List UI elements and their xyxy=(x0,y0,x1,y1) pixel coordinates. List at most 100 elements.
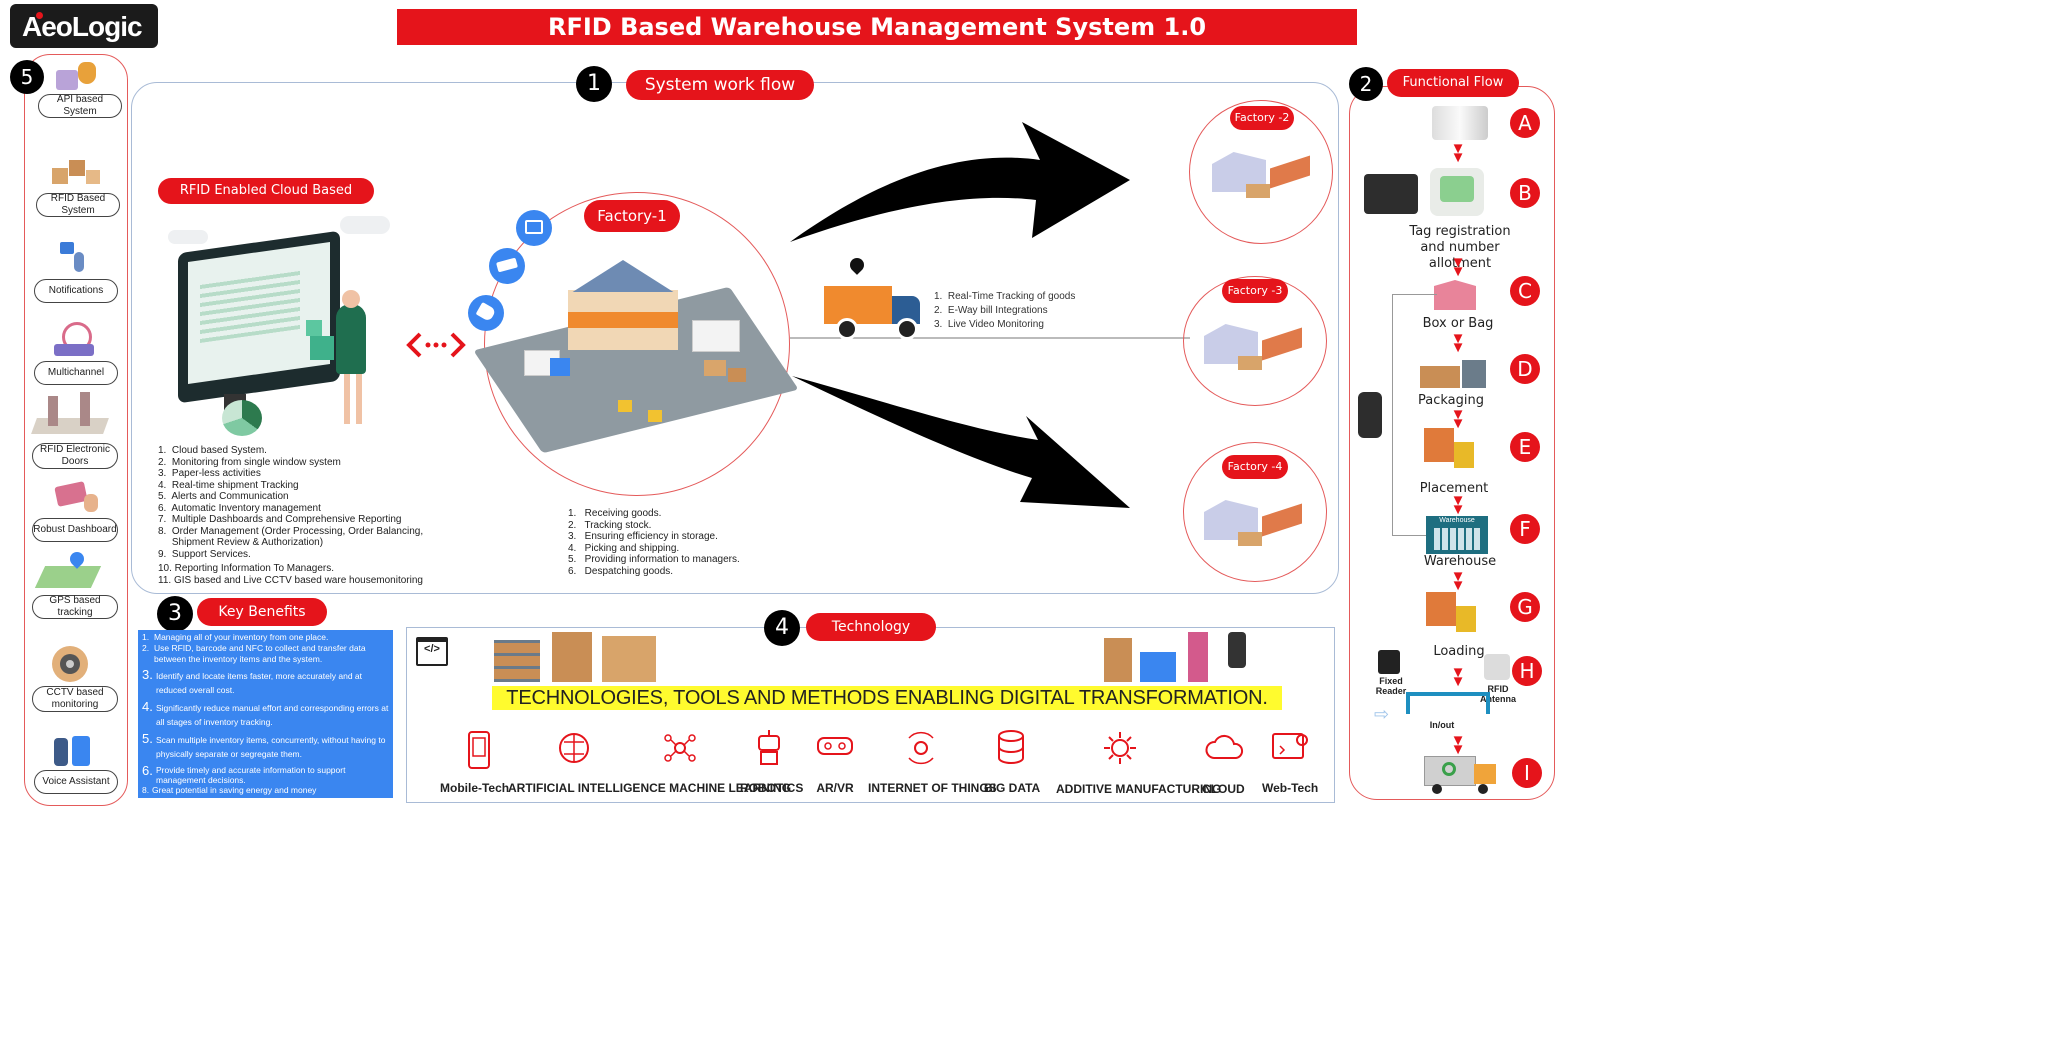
feature-api-based-system: API based System xyxy=(38,94,122,118)
logistics-workers-illustration xyxy=(1104,632,1254,684)
factory-3-illustration xyxy=(1198,310,1310,380)
cloud-list-item: 10. Reporting Information To Managers. xyxy=(158,563,335,574)
factory-3-circle xyxy=(1183,276,1327,406)
factory-1-label: Factory-1 xyxy=(584,200,680,232)
benefit-item: 2.Use RFID, barcode and NFC to collect a… xyxy=(142,643,366,664)
headline-text: TECHNOLOGIES, TOOLS AND METHODS ENABLING… xyxy=(506,687,1268,709)
tech-web-tech: Web-Tech xyxy=(1262,781,1319,795)
title-banner: RFID Based Warehouse Management System 1… xyxy=(397,9,1357,45)
factory-2-label: Factory -2 xyxy=(1230,106,1294,130)
factory-list-item: 5. Providing information to managers. xyxy=(568,554,740,565)
cloud-list-item: 2. Monitoring from single window system xyxy=(158,456,341,468)
benefit-item: 6.Provide timely and accurate informatio… xyxy=(142,763,346,785)
truck-list: 1. Real-Time Tracking of goods 2. E-Way … xyxy=(934,290,1134,332)
step-label-loading: Loading xyxy=(1433,644,1485,659)
code-glyph: </> xyxy=(424,643,440,655)
section-number-2: 2 xyxy=(1349,67,1383,101)
functional-flow-label: Functional Flow xyxy=(1387,69,1519,97)
cloud-list-item: 4. Real-time shipment Tracking xyxy=(158,479,299,491)
factory-list-item: 1. Receiving goods. xyxy=(568,508,662,519)
step-badge-d: D xyxy=(1510,354,1540,384)
vr-headset-icon xyxy=(817,737,853,755)
registration-terminal-icon xyxy=(1430,168,1484,216)
electronic-door-icon xyxy=(31,390,109,438)
benefit-item: 8.Great potential in saving energy and m… xyxy=(142,785,317,795)
in-out-label: In/out xyxy=(1429,720,1455,730)
notification-icon xyxy=(56,240,92,274)
bidirectional-arrow-icon xyxy=(406,330,466,360)
voice-assistant-icon xyxy=(54,734,94,768)
benefit-item: 4.Significantly reduce manual effort and… xyxy=(142,699,389,727)
section-number-3: 3 xyxy=(157,596,193,632)
factory-4-illustration xyxy=(1198,486,1310,556)
feature-rfid-based-system: RFID Based System xyxy=(36,193,120,217)
section-number-1: 1 xyxy=(576,66,612,102)
code-window-icon: </> xyxy=(416,637,448,666)
rfid-boxes-icon xyxy=(52,152,102,190)
distribution-arrows xyxy=(790,122,1190,508)
chevron-down-icon: ▼▼ xyxy=(1450,492,1466,518)
arrow-to-factory-4 xyxy=(792,376,1130,508)
tech-ar-vr: AR/VR xyxy=(816,781,854,795)
key-benefits-label: Key Benefits xyxy=(197,598,327,626)
additive-manufacturing-icon xyxy=(1104,732,1136,764)
technology-headline: TECHNOLOGIES, TOOLS AND METHODS ENABLING… xyxy=(492,686,1282,710)
printer-icon xyxy=(1364,174,1418,214)
tech-iot: INTERNET OF THINGS xyxy=(868,781,997,795)
section-number-4: 4 xyxy=(764,610,800,646)
chevron-down-icon: ▼▼ xyxy=(1450,568,1466,594)
step-badge-g: G xyxy=(1510,592,1540,622)
truck-list-item: 1. Real-Time Tracking of goods xyxy=(934,291,1076,302)
benefit-item: 1.Managing all of your inventory from on… xyxy=(142,632,329,642)
factory-1-list: 1. Receiving goods. 2. Tracking stock. 3… xyxy=(568,508,768,577)
box-icon xyxy=(1434,280,1476,310)
mobile-tech-icon xyxy=(468,731,490,769)
cloud-features-list: 1. Cloud based System. 2. Monitoring fro… xyxy=(158,445,458,586)
feature-multichannel: Multichannel xyxy=(34,361,118,385)
cctv-camera-icon xyxy=(489,248,525,284)
gate-arrow-icon: ⇨ xyxy=(1374,704,1390,724)
cloud-dashboard-illustration xyxy=(160,216,410,446)
robot-icon xyxy=(758,730,780,765)
iot-icon xyxy=(908,731,934,765)
key-benefits-panel: 1.Managing all of your inventory from on… xyxy=(138,630,393,798)
forklift-placement-icon xyxy=(1424,428,1476,472)
step-badge-c: C xyxy=(1510,276,1540,306)
big-data-icon xyxy=(998,730,1024,764)
factory-4-label: Factory -4 xyxy=(1222,455,1288,479)
recycle-truck-icon xyxy=(1424,756,1500,796)
cloud-list-item: 6. Automatic Inventory management xyxy=(158,502,321,514)
step-badge-b: B xyxy=(1510,178,1540,208)
handheld-reader-icon xyxy=(1358,392,1382,438)
step-label-tag-registration: Tag registration and number allotment xyxy=(1409,224,1511,271)
cloud-list-item: 5. Alerts and Communication xyxy=(158,491,289,502)
benefit-item: 5.Scan multiple inventory items, concurr… xyxy=(142,731,386,759)
chevron-down-icon: ▼▼ xyxy=(1450,406,1466,432)
fixed-reader-label: Fixed Reader xyxy=(1375,676,1407,696)
step-badge-e: E xyxy=(1510,432,1540,462)
step-badge-i: I xyxy=(1512,758,1542,788)
chevron-down-icon: ▼▼ xyxy=(1450,664,1466,690)
packaging-scale-icon xyxy=(1420,356,1490,390)
factory-list-item: 4. Picking and shipping. xyxy=(568,542,680,554)
cloud-list-item: 1. Cloud based System. xyxy=(158,445,267,456)
feature-rfid-electronic-doors: RFID Electronic Doors xyxy=(32,443,118,469)
tag-roll-icon xyxy=(1432,106,1488,140)
truck-list-item: 3. Live Video Monitoring xyxy=(934,319,1044,330)
gate-frame xyxy=(1406,692,1490,714)
tech-robotics: ROBOTICS xyxy=(740,781,804,795)
flow-bracket xyxy=(1392,294,1437,536)
factory-list-item: 2. Tracking stock. xyxy=(568,519,652,531)
system-work-flow-label: System work flow xyxy=(626,70,814,100)
warehouse-sign: Warehouse xyxy=(1439,517,1475,524)
step-label-placement: Placement xyxy=(1419,481,1489,496)
tech-mobile-tech: Mobile-Tech xyxy=(440,781,510,795)
feature-gps-based-tracking: GPS based tracking xyxy=(32,595,118,619)
features-panel xyxy=(24,54,128,806)
section-number-5: 5 xyxy=(10,60,44,94)
cloud-list-item: 3. Paper-less activities xyxy=(158,468,261,479)
factory-list-item: 3. Ensuring efficiency in storage. xyxy=(568,531,718,542)
tech-ai-ml: ARTIFICIAL INTELLIGENCE MACHINE LEARNING xyxy=(508,781,792,795)
rfid-antenna-label: RFID Antenna xyxy=(1480,684,1516,704)
step-label-box-or-bag: Box or Bag xyxy=(1422,316,1494,331)
